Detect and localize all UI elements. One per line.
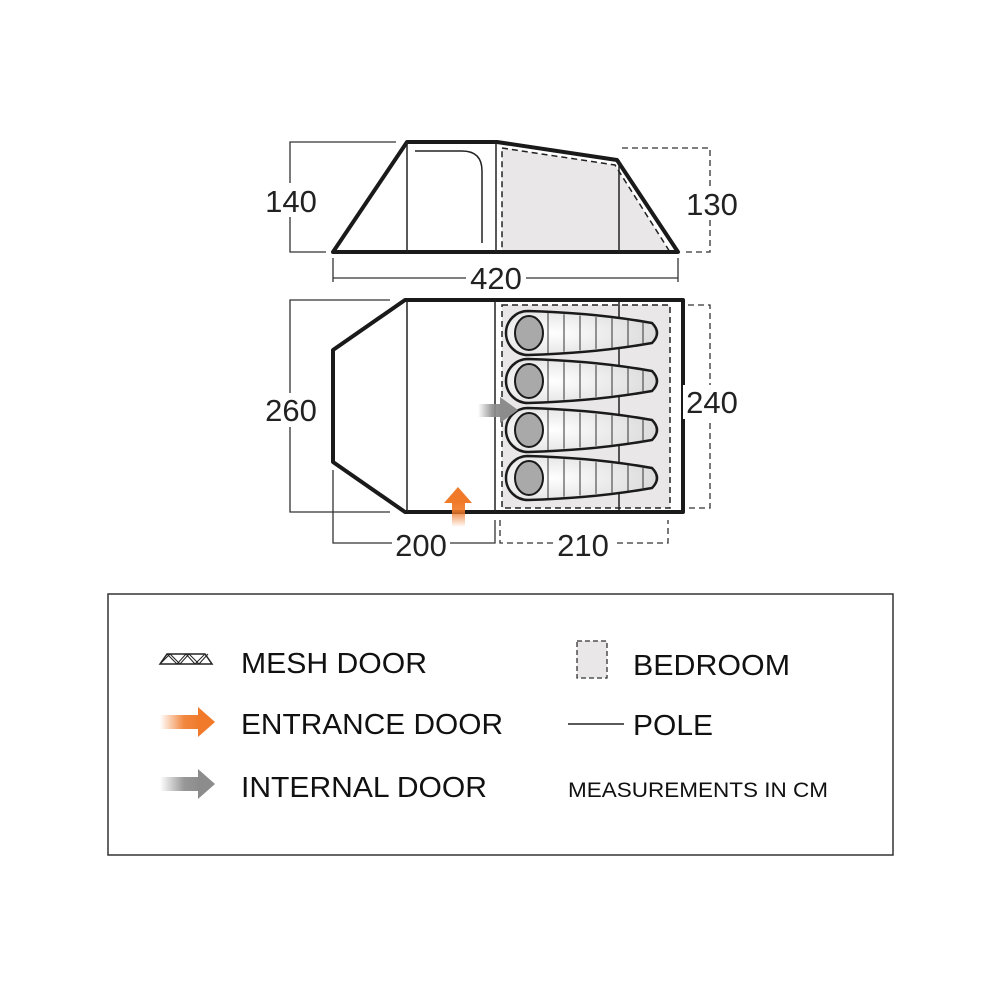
legend-internal-door-label: INTERNAL DOOR — [241, 772, 487, 804]
legend-units-note: MEASUREMENTS IN CM — [568, 779, 828, 802]
sleeping-bag-icon — [504, 357, 659, 405]
side-bedroom-area — [501, 147, 672, 253]
bedroom-legend-icon — [576, 640, 608, 679]
sleeping-bag-icon — [504, 309, 659, 357]
legend-mesh-door-label: MESH DOOR — [241, 648, 427, 680]
sleeping-bag-icon — [504, 406, 659, 454]
side-tent-outline — [331, 140, 680, 254]
dim-label-260: 260 — [265, 393, 317, 428]
side-door-outline — [415, 150, 483, 243]
dim-label-420: 420 — [470, 261, 522, 296]
sleeping-bag-icon — [504, 454, 659, 502]
entrance-door-legend-icon — [160, 707, 215, 737]
legend: MESH DOOR ENTRANCE DOOR INTERNAL DOOR BE… — [107, 593, 894, 856]
dim-label-130: 130 — [686, 187, 738, 222]
floor-tent-outline — [331, 298, 685, 514]
side-view: 140 130 420 — [262, 140, 741, 296]
legend-pole-label: POLE — [633, 710, 713, 742]
sleeping-bags — [504, 309, 659, 502]
mesh-door-icon — [158, 653, 214, 665]
dim-label-240: 240 — [686, 385, 738, 420]
legend-bedroom-label: BEDROOM — [633, 650, 790, 682]
dim-line-210 — [499, 520, 669, 544]
dim-label-140: 140 — [265, 184, 317, 219]
dim-label-200: 200 — [395, 528, 447, 563]
legend-entrance-door-label: ENTRANCE DOOR — [241, 709, 503, 741]
floor-plan: 260 240 200 210 — [262, 298, 741, 563]
entrance-door-arrow-icon — [444, 487, 472, 527]
internal-door-legend-icon — [160, 769, 215, 799]
internal-door-arrow-icon — [478, 397, 518, 423]
dim-label-210: 210 — [557, 528, 609, 563]
legend-box — [107, 593, 894, 856]
